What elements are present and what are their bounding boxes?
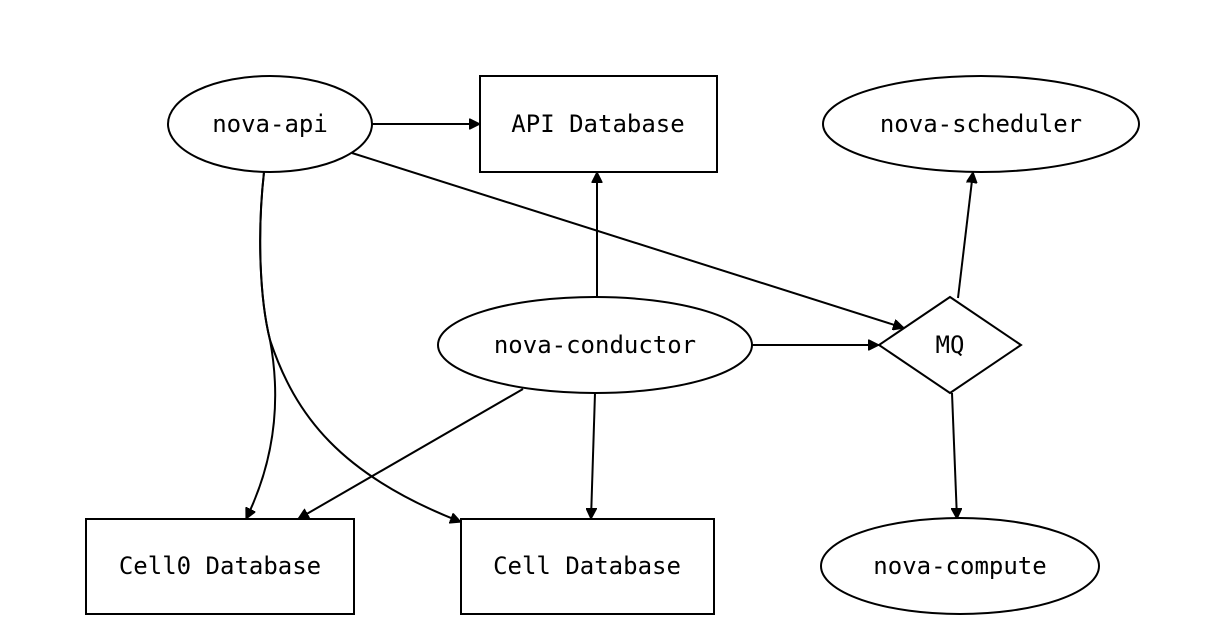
edge-nova-api-to-mq	[351, 152, 904, 328]
node-nova-compute: nova-compute	[820, 517, 1100, 615]
node-label: Cell0 Database	[119, 552, 321, 580]
node-label: API Database	[511, 110, 684, 138]
node-mq: MQ	[877, 295, 1023, 395]
node-label: nova-scheduler	[880, 110, 1082, 138]
node-label: nova-compute	[873, 552, 1046, 580]
edge-nova-conductor-to-cell0-database	[298, 388, 524, 520]
node-nova-api: nova-api	[167, 75, 373, 173]
node-nova-scheduler: nova-scheduler	[822, 75, 1140, 173]
nodes: nova-api API Database nova-scheduler nov…	[85, 75, 1140, 615]
node-nova-conductor: nova-conductor	[437, 296, 753, 394]
node-label: nova-conductor	[494, 331, 696, 359]
edge-mq-to-nova-compute	[951, 392, 957, 519]
node-label: Cell Database	[493, 552, 681, 580]
edge-mq-to-nova-scheduler	[957, 172, 973, 299]
node-cell-database: Cell Database	[460, 518, 715, 615]
node-label: MQ	[936, 331, 965, 359]
edges	[245, 124, 973, 522]
node-api-database: API Database	[479, 75, 718, 173]
node-label: nova-api	[212, 110, 328, 138]
edge-nova-conductor-to-cell-database	[591, 392, 595, 519]
edge-nova-api-to-cell-database	[259, 171, 461, 522]
node-cell0-database: Cell0 Database	[85, 518, 355, 615]
